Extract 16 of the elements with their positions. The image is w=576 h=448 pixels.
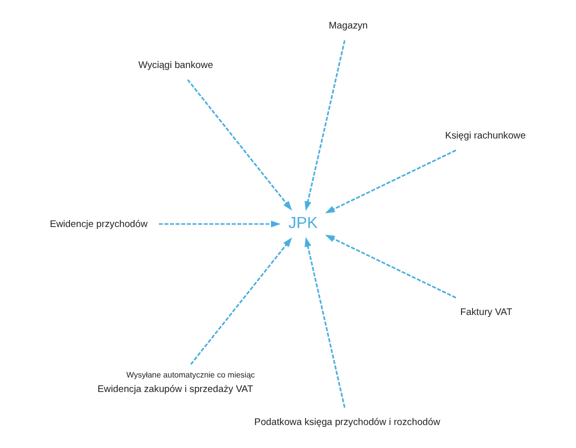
node-text: Ewidencje przychodów bbox=[49, 218, 148, 230]
arrow bbox=[190, 237, 292, 365]
node-text: Księgi rachunkowe bbox=[444, 130, 526, 142]
node-text: Podatkowa księga przychodów i rozchodów bbox=[254, 417, 440, 428]
arrow bbox=[304, 40, 345, 211]
node-text: Faktury VAT bbox=[460, 307, 512, 318]
arrow bbox=[304, 237, 345, 408]
node-text: Magazyn bbox=[328, 20, 368, 32]
arrow bbox=[324, 150, 456, 214]
node-text: Wyciągi bankowe bbox=[138, 60, 213, 71]
node-label: Wysyłane automatycznie co miesiąc bbox=[126, 370, 254, 380]
node-text: JPK bbox=[288, 214, 318, 232]
arrow bbox=[324, 234, 456, 298]
node-text: Ewidencja zakupów i sprzedaży VAT bbox=[97, 384, 253, 396]
arrow bbox=[158, 220, 280, 228]
arrow bbox=[186, 79, 292, 211]
